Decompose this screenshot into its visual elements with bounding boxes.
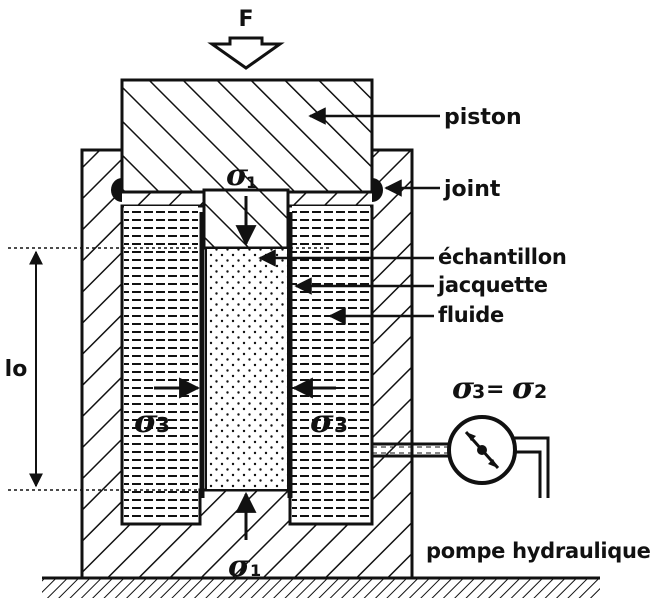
- label-echantillon: échantillon: [438, 245, 566, 269]
- equality-sigma-a: σ: [452, 371, 475, 406]
- sigma3-left: σ 3: [134, 377, 201, 440]
- label-fluide: fluide: [438, 303, 504, 327]
- equality-sigma-b: σ: [512, 371, 535, 406]
- seal-joint: [111, 178, 383, 202]
- jacket: [199, 212, 293, 498]
- specimen: [205, 247, 289, 491]
- ground: [42, 576, 600, 598]
- sigma3-left-symbol: σ: [134, 402, 158, 440]
- sigma1-top: σ 1: [226, 158, 257, 247]
- sigma3-right-index: 3: [334, 413, 348, 437]
- sigma3-right-symbol: σ: [310, 402, 334, 440]
- force-arrow: F: [207, 7, 285, 70]
- length-label: lo: [5, 357, 28, 382]
- sigma1-bottom: σ 1: [228, 491, 261, 584]
- sigma1-top-index: 1: [246, 173, 257, 192]
- label-piston: piston: [444, 105, 522, 130]
- force-label: F: [238, 7, 253, 32]
- hydraulic-line: [372, 442, 452, 458]
- hydraulic-pump: [447, 415, 550, 498]
- sigma1-top-symbol: σ: [226, 158, 249, 193]
- label-joint: joint: [443, 177, 501, 202]
- sigma1-bottom-index: 1: [250, 561, 261, 580]
- sigma1-bottom-symbol: σ: [228, 549, 251, 584]
- label-leaders: [258, 107, 440, 325]
- length-dimension: lo: [5, 247, 330, 491]
- equality-index-2: 2: [534, 381, 547, 403]
- label-pompe: pompe hydraulique: [426, 539, 651, 563]
- sigma3-right: σ 3: [291, 377, 348, 440]
- stress-equality: σ 3 = σ 2: [452, 371, 547, 406]
- equality-index-3: 3: [472, 381, 485, 403]
- equality-sign: =: [486, 377, 504, 402]
- label-jacquette: jacquette: [437, 273, 548, 297]
- sigma3-left-index: 3: [156, 413, 170, 437]
